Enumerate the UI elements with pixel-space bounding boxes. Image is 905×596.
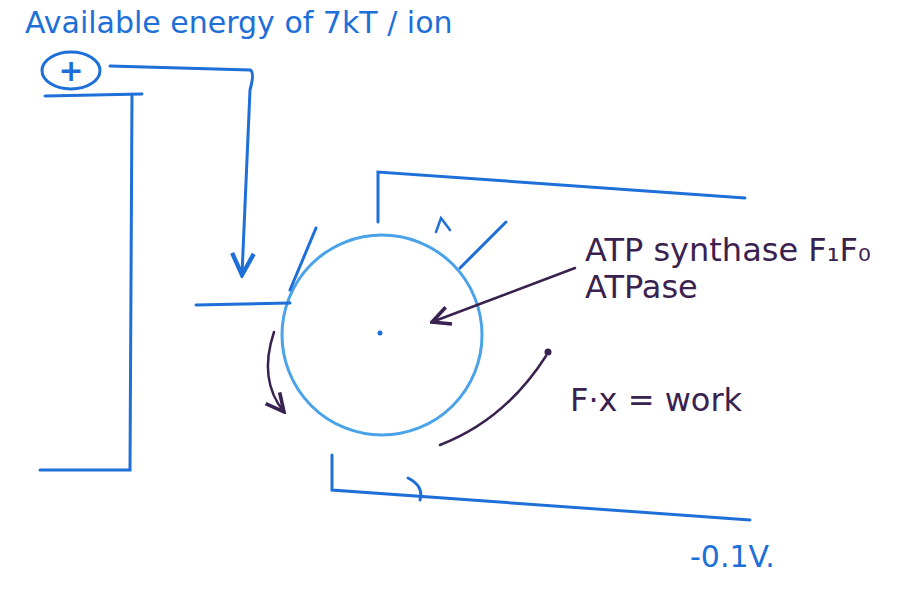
sketch-title: Available energy of 7kT / ion (25, 6, 453, 41)
entry-line (196, 303, 290, 305)
work-arrow (440, 356, 546, 445)
membrane-line (40, 94, 142, 470)
channel-wall (332, 455, 750, 520)
work-label: F·x = work (570, 382, 742, 419)
node-body: + (40, 50, 102, 87)
rotor-circle (282, 235, 482, 435)
leader-line (432, 268, 575, 322)
charge-ellipse: + (40, 50, 102, 91)
enzyme-label: ATP synthase F₁F₀ ATPase (585, 232, 875, 306)
rotor-center (378, 331, 383, 336)
charge-sign: + (40, 54, 102, 87)
voltage-label: -0.1V. (690, 540, 775, 575)
arrow-dot (545, 349, 552, 356)
rotation-mark (436, 218, 450, 232)
rotor-blade (408, 478, 421, 500)
rotor-blade (460, 222, 506, 268)
ion-flow-arrow (268, 332, 284, 412)
ion-path-arrow (110, 66, 253, 275)
channel-wall (378, 172, 745, 222)
rotor-blade (290, 228, 316, 290)
